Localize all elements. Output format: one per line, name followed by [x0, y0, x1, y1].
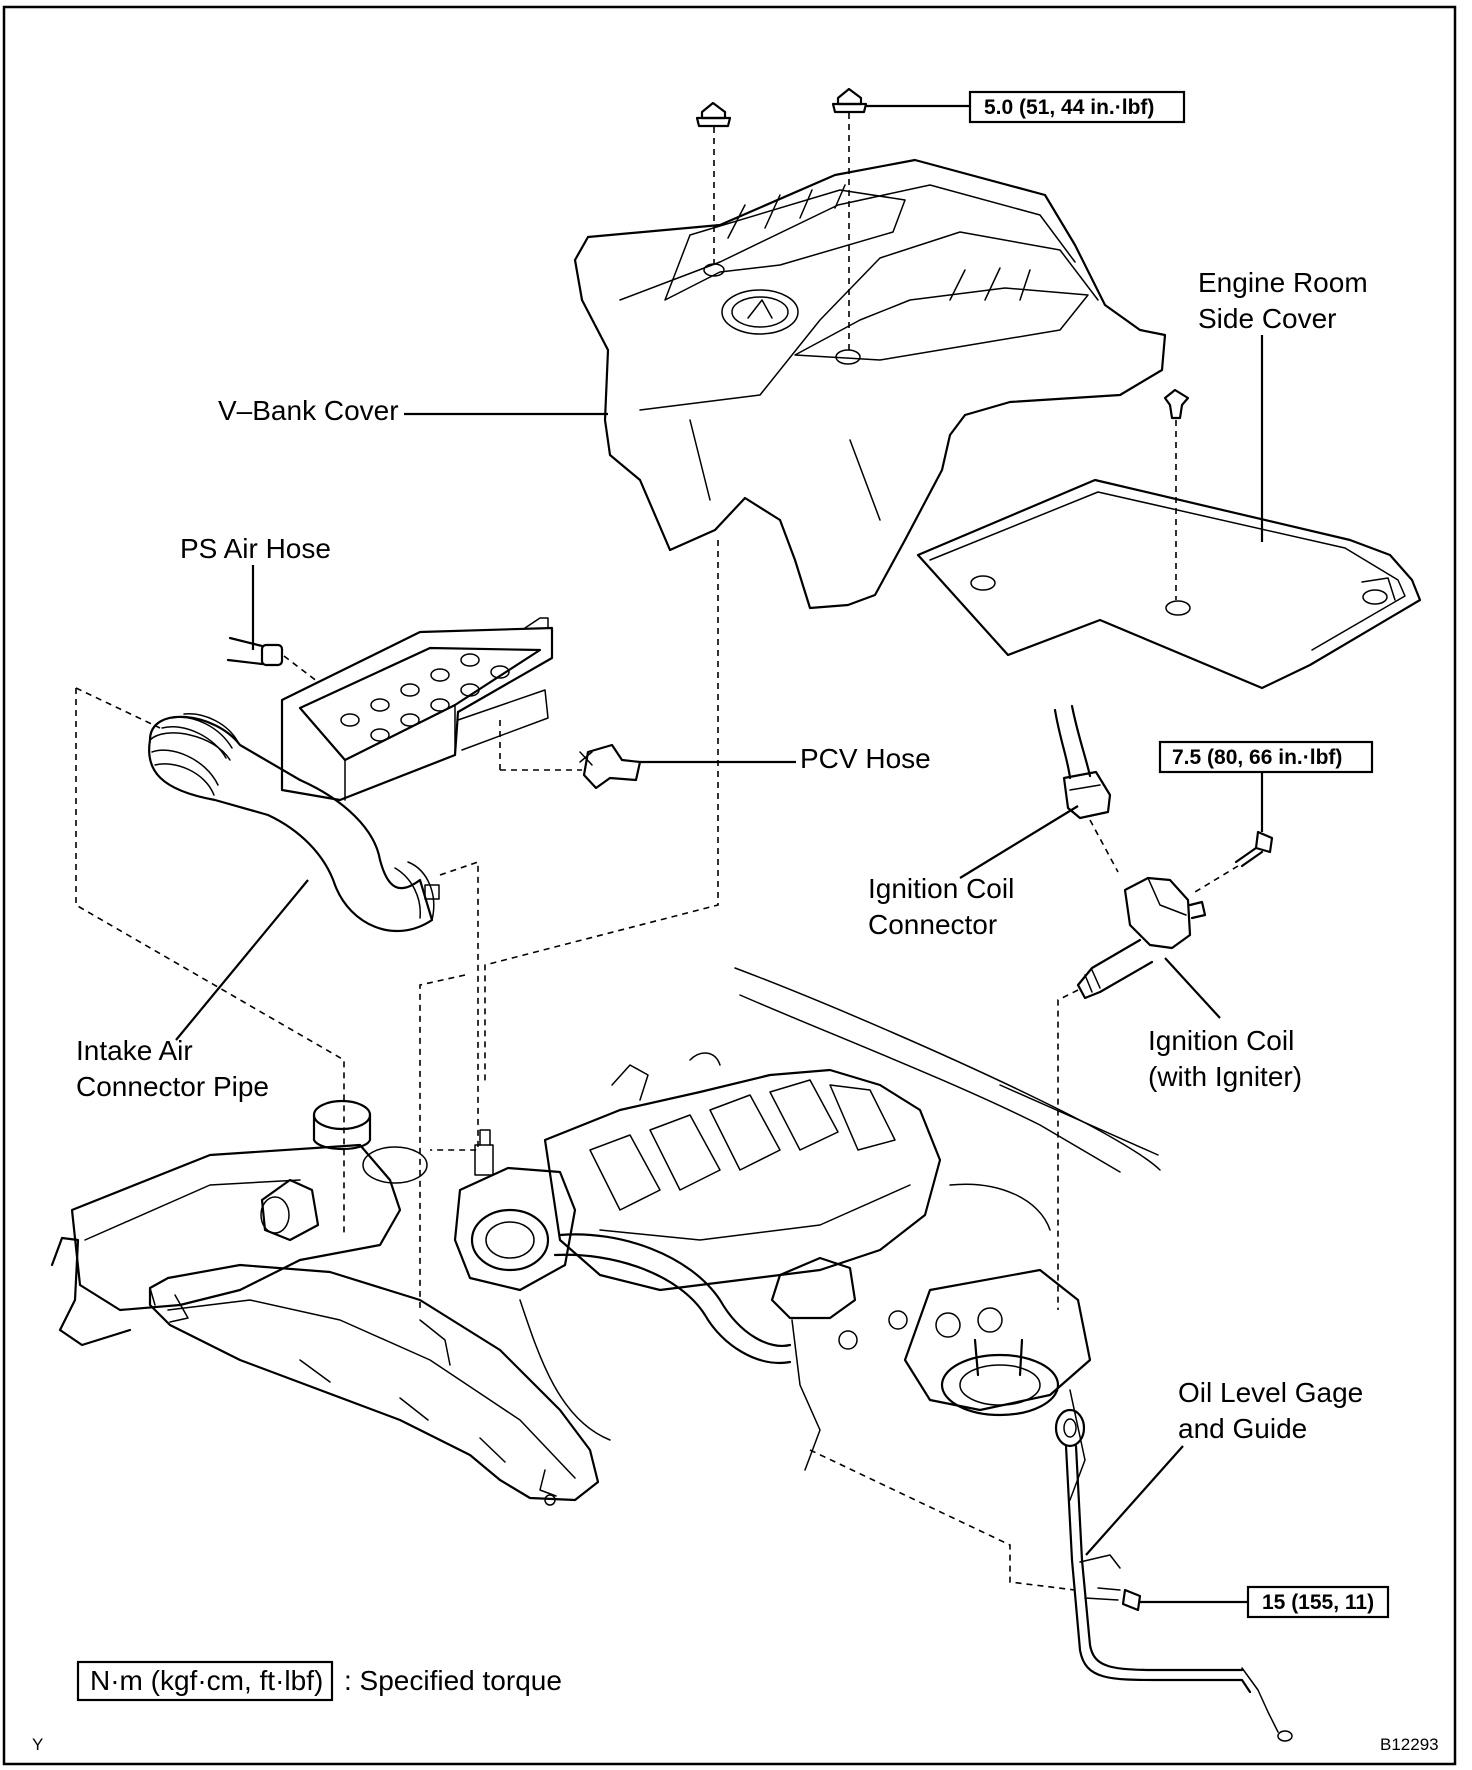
- diagram-frame: [2, 5, 1457, 1766]
- label-pcv-hose: PCV Hose: [800, 743, 931, 774]
- ps-air-hose: [226, 636, 284, 667]
- pcv-hose: [579, 743, 642, 790]
- legend-unit: N·m (kgf·cm, ft·lbf): [90, 1665, 323, 1696]
- side-cover-clip: [1163, 388, 1190, 420]
- label-intake-pipe-line2: Connector Pipe: [76, 1071, 269, 1102]
- cover-nut-right: [831, 87, 868, 114]
- label-coil-connector-line1: Ignition Coil: [868, 873, 1014, 904]
- legend-text: : Specified torque: [344, 1665, 562, 1696]
- legend: N·m (kgf·cm, ft·lbf) : Specified torque: [76, 1660, 562, 1702]
- ignition-coil: [1076, 876, 1207, 1000]
- label-ignition-coil-line2: (with Igniter): [1148, 1061, 1302, 1092]
- air-cleaner-housing: [280, 617, 554, 802]
- torque-box-coil: [1158, 740, 1374, 774]
- label-coil-connector-line2: Connector: [868, 909, 997, 940]
- engine-assembly: [50, 967, 1161, 1506]
- figure-code: B12293: [1380, 1735, 1439, 1754]
- label-v-bank-cover: V–Bank Cover: [218, 395, 399, 426]
- label-ignition-coil-line1: Ignition Coil: [1148, 1025, 1294, 1056]
- corner-mark: Y: [32, 1735, 43, 1754]
- label-engine-room-line2: Side Cover: [1198, 303, 1337, 334]
- torque-gage-bolt: 15 (155, 11): [1262, 1591, 1374, 1614]
- intake-air-connector-pipe: [148, 713, 440, 933]
- label-oil-gage-line2: and Guide: [1178, 1413, 1307, 1444]
- gage-bolt: [1121, 1588, 1142, 1612]
- label-oil-gage-line1: Oil Level Gage: [1178, 1377, 1363, 1408]
- cover-nut-left: [695, 101, 732, 128]
- coil-bolt: [1234, 830, 1274, 868]
- label-engine-room-line1: Engine Room: [1198, 267, 1368, 298]
- label-intake-pipe-line1: Intake Air: [76, 1035, 193, 1066]
- ignition-coil-connector: [1053, 704, 1112, 820]
- torque-box-cover: [968, 90, 1186, 124]
- torque-box-gage: [1246, 1585, 1390, 1619]
- torque-coil-bolt: 7.5 (80, 66 in.·lbf): [1172, 746, 1342, 769]
- torque-cover-nut: 5.0 (51, 44 in.·lbf): [984, 96, 1154, 119]
- label-ps-air-hose: PS Air Hose: [180, 533, 331, 564]
- oil-level-gage-and-guide: [1054, 1408, 1293, 1742]
- v-bank-cover: [573, 158, 1167, 610]
- engine-room-side-cover: [916, 478, 1422, 690]
